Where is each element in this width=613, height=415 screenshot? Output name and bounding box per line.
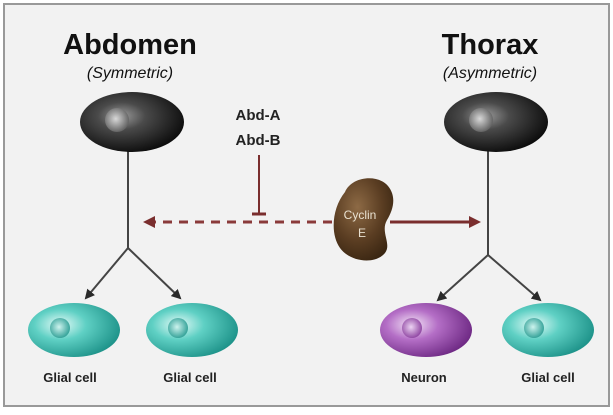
abdomen-branch-right [127,247,182,300]
abdomen-title: Abdomen [63,29,197,61]
abdomen-progenitor-nucleus [105,108,129,132]
thorax-branch-right [487,254,542,302]
cyclin-label-line2: E [358,226,366,240]
abdomen-lineage [84,150,182,300]
thorax-glial-cell [502,303,594,357]
abdomen-branch-left [84,247,129,300]
abdomen-glial-cell-left [28,303,120,357]
thorax-progenitor-cell [444,92,548,152]
glial-nucleus [50,318,70,338]
gene-label-abd-b: Abd-B [236,132,281,149]
abdomen-daughter-label-left: Glial cell [43,370,96,385]
cyclin-label-line1: Cyclin [344,208,377,222]
gene-label-abd-a: Abd-A [236,107,281,124]
thorax-branch-left [436,254,489,302]
abdomen-progenitor-cell [80,92,184,152]
thorax-daughter-label-right: Glial cell [521,370,574,385]
abdomen-glial-cell-right [146,303,238,357]
cyclin-e-shape: Cyclin E [333,178,394,261]
abdomen-subtitle: (Symmetric) [87,65,173,82]
thorax-subtitle: (Asymmetric) [443,65,537,82]
neuron-nucleus [402,318,422,338]
glial-nucleus [168,318,188,338]
thorax-lineage [436,150,542,302]
thorax-title: Thorax [442,29,539,61]
thorax-progenitor-nucleus [469,108,493,132]
glial-nucleus [524,318,544,338]
abdomen-daughter-label-right: Glial cell [163,370,216,385]
thorax-neuron-cell [380,303,472,357]
thorax-daughter-label-left: Neuron [401,370,447,385]
